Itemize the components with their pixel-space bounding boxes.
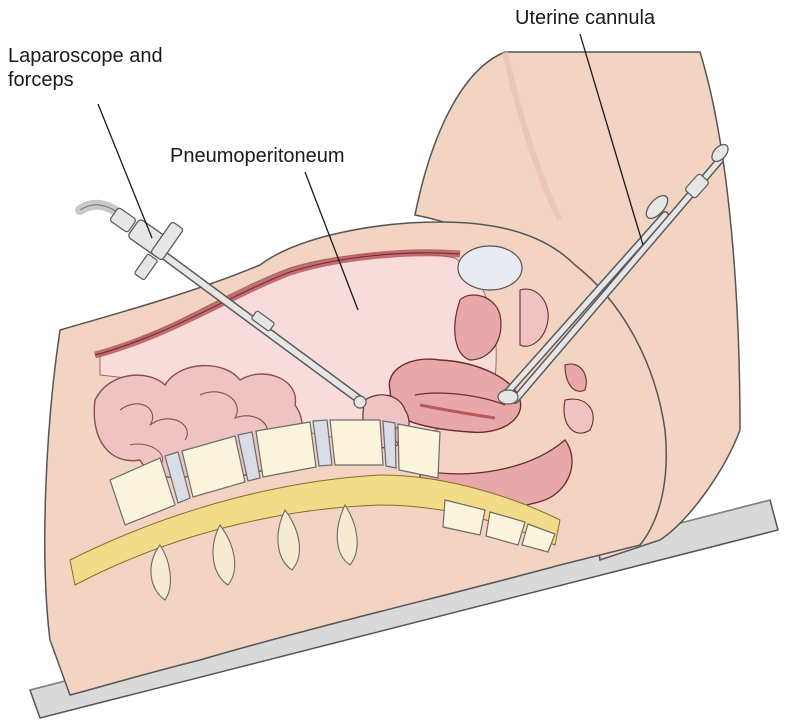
laparoscope-label-line-1: Laparoscope and <box>8 44 163 68</box>
laparoscope-label-line-2: forceps <box>8 68 163 92</box>
laparoscope-and-forceps-label: Laparoscope and forceps <box>8 44 163 92</box>
bladder <box>458 246 522 290</box>
pneumoperitoneum-label: Pneumoperitoneum <box>170 144 345 168</box>
uterine-cannula-label: Uterine cannula <box>515 6 655 30</box>
